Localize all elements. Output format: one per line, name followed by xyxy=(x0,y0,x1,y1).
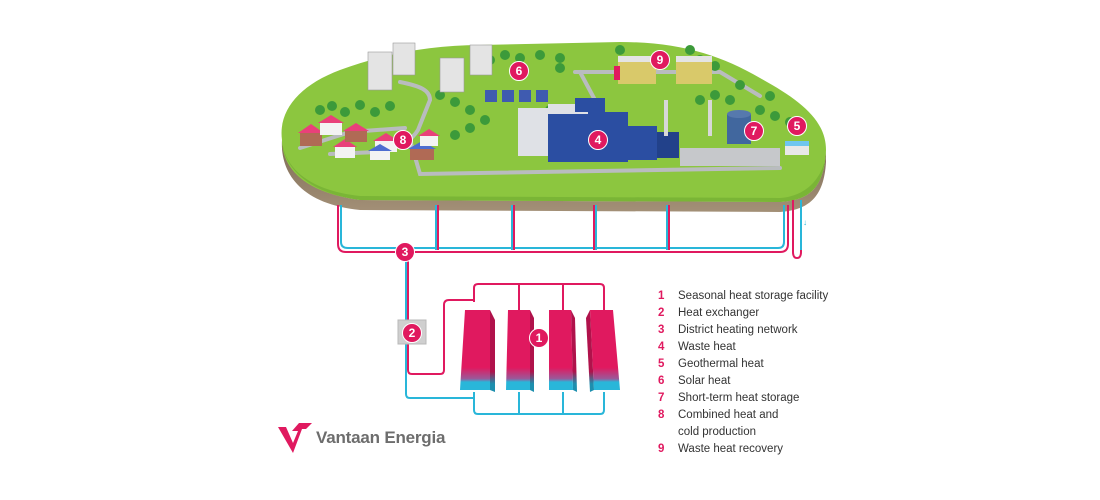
legend-item: 9 Waste heat recovery xyxy=(658,441,858,458)
island-soil xyxy=(281,140,826,212)
legend-item: 1 Seasonal heat storage facility xyxy=(658,288,858,305)
storage-tank xyxy=(506,310,534,392)
marker-geothermal-heat: 5 xyxy=(787,116,807,136)
legend-label: Seasonal heat storage facility xyxy=(678,290,829,302)
legend-number: 8 xyxy=(658,409,665,421)
cold-manifold xyxy=(473,392,605,415)
marker-number: 9 xyxy=(657,53,664,67)
parking-lot xyxy=(680,148,780,166)
legend-label: Waste heat recovery xyxy=(678,443,784,455)
solar-panels xyxy=(485,90,548,102)
marker-circle xyxy=(650,50,670,70)
marker-circle xyxy=(395,242,415,262)
legend-number: 6 xyxy=(658,375,665,387)
legend-number: 3 xyxy=(658,324,665,336)
marker-number: 5 xyxy=(794,119,801,133)
marker-circle xyxy=(787,116,807,136)
legend-number: 1 xyxy=(658,290,665,302)
marker-waste-heat-recovery-buildings: 9 xyxy=(650,50,670,70)
number-markers: 1 2 3 4 5 6 7 8 9 xyxy=(393,50,807,348)
marker-number: 3 xyxy=(402,245,409,259)
marker-seasonal-heat-storage: 1 xyxy=(529,328,549,348)
legend-number: 4 xyxy=(658,341,665,353)
legend-label: Heat exchanger xyxy=(678,307,760,319)
marker-circle xyxy=(529,328,549,348)
marker-number: 8 xyxy=(400,133,407,147)
legend-item: 7 Short-term heat storage xyxy=(658,390,858,407)
marker-circle xyxy=(509,61,529,81)
marker-circle xyxy=(402,323,422,343)
hot-network-pipe xyxy=(337,205,789,253)
legend-label: Waste heat xyxy=(678,341,736,353)
marker-solar-panels: 6 xyxy=(509,61,529,81)
legend-item: 5 Geothermal heat xyxy=(658,356,858,373)
legend-label: District heating network xyxy=(678,324,798,336)
legend-item: 2 Heat exchanger xyxy=(658,305,858,322)
marker-number: 1 xyxy=(536,331,543,345)
brand-name: Vantaan Energia xyxy=(316,428,446,447)
hot-manifold xyxy=(473,283,605,310)
legend-item: 8 Combined heat and cold production xyxy=(658,407,858,441)
legend-number: 7 xyxy=(658,392,665,404)
geothermal-loop xyxy=(792,200,802,260)
waste-heat-recovery-buildings xyxy=(614,56,712,84)
cold-network-pipe xyxy=(340,205,785,249)
storage-tank xyxy=(460,310,495,392)
marker-circle xyxy=(588,130,608,150)
marker-heat-exchanger: 2 xyxy=(402,323,422,343)
short-term-storage-tank xyxy=(727,110,751,144)
legend-label: Combined heat and cold production xyxy=(678,409,779,438)
waste-heat-plant xyxy=(518,98,712,162)
legend: 1 Seasonal heat storage facility 2 Heat ex… xyxy=(658,288,858,458)
marker-circle xyxy=(393,130,413,150)
island xyxy=(281,42,826,212)
flow-arrow-up-icon: ↑ xyxy=(791,236,795,245)
brand-logo: Vantaan Energia xyxy=(278,423,445,453)
cold-return-pipe xyxy=(405,252,474,399)
flow-arrow-down-icon: ↓ xyxy=(803,218,807,227)
legend-item: 3 District heating network xyxy=(658,322,858,339)
marker-district-heating-network: 3 xyxy=(395,242,415,262)
legend-item: 4 Waste heat xyxy=(658,339,858,356)
district-heating-pipes: ↑ ↓ xyxy=(337,200,807,415)
legend-label: Solar heat xyxy=(678,375,731,387)
marker-circle xyxy=(744,121,764,141)
network-branches xyxy=(435,205,670,250)
legend-item: 6 Solar heat xyxy=(658,373,858,390)
marker-waste-heat-plant: 4 xyxy=(588,130,608,150)
marker-number: 6 xyxy=(516,64,523,78)
legend-number: 2 xyxy=(658,307,665,319)
legend-number: 9 xyxy=(658,443,665,455)
marker-short-term-storage-tank: 7 xyxy=(744,121,764,141)
legend-label: Short-term heat storage xyxy=(678,392,800,404)
legend-label: Geothermal heat xyxy=(678,358,764,370)
residential-houses xyxy=(298,115,440,160)
marker-number: 7 xyxy=(751,124,758,138)
hot-supply-pipe xyxy=(407,252,474,375)
seasonal-heat-storage xyxy=(460,310,620,392)
marker-residential-houses: 8 xyxy=(393,130,413,150)
storage-tank xyxy=(549,310,577,392)
legend-number: 5 xyxy=(658,358,665,370)
vantaan-energia-logo-icon xyxy=(278,423,312,453)
marker-number: 4 xyxy=(595,133,602,147)
storage-tank xyxy=(586,310,620,392)
geothermal-unit xyxy=(785,141,809,155)
marker-number: 2 xyxy=(409,326,416,340)
apartment-towers xyxy=(367,42,493,93)
